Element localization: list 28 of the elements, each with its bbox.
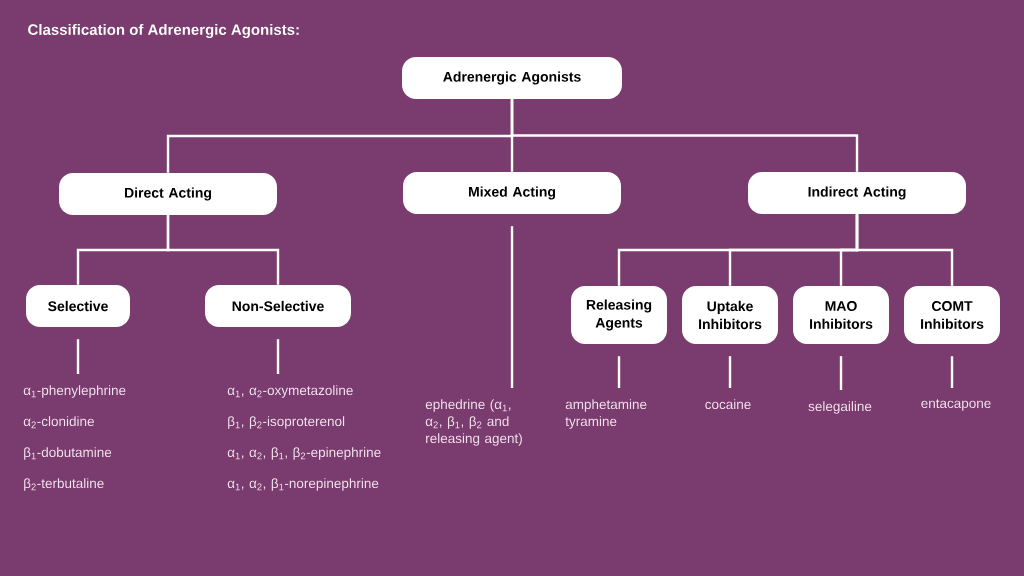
drug-list: cocaine [705, 399, 751, 410]
connector-line [276, 339, 280, 374]
category-box: MAO Inhibitors [793, 286, 889, 344]
connector-line [510, 99, 859, 172]
connector-line [166, 215, 280, 285]
connector-line [839, 356, 843, 390]
category-box: Non-Selective [205, 285, 351, 327]
connector-line [728, 356, 732, 388]
connector-line [617, 356, 621, 388]
category-box: Adrenergic Agonists [402, 57, 622, 99]
category-box: Direct Acting [59, 173, 277, 215]
title: Classification of Adrenergic Agonists: [28, 24, 299, 39]
connector-line [855, 214, 954, 286]
category-box: Uptake Inhibitors [682, 286, 778, 344]
drug-list: α$_{1}$-phenylephrine α$_{2}$-clonidine β$_{1}$-dobutamine β$_{2}$-terbutaline [23, 385, 126, 491]
drug-list: selegailine [808, 401, 872, 414]
drug-list: entacapone [921, 399, 991, 411]
category-box: Selective [26, 285, 130, 327]
category-box: Indirect Acting [748, 172, 966, 214]
drug-list: α$_{1}$, α$_{2}$-oxymetazoline β$_{1}$, β$_{2}$-isoproterenol α$_{1}$, α$_{2}$, β$_{1}$, β$_{2}$-epinephrine α$_{1}$, α$_{2}$, β$_{1}$-norepinephrine [227, 385, 381, 491]
category-box: Mixed Acting [403, 172, 621, 214]
drug-list: amphetamine tyramine [565, 399, 647, 429]
drug-list: ephedrine (α$_{1}$, α$_{2}$, β$_{1}$, β$_{2}$ and releasing agent) [425, 399, 522, 446]
category-box: COMT Inhibitors [904, 286, 1000, 344]
connector-line [76, 339, 80, 374]
category-box: Releasing Agents [571, 286, 667, 344]
connector-line [510, 226, 514, 388]
connector-line [950, 356, 954, 388]
